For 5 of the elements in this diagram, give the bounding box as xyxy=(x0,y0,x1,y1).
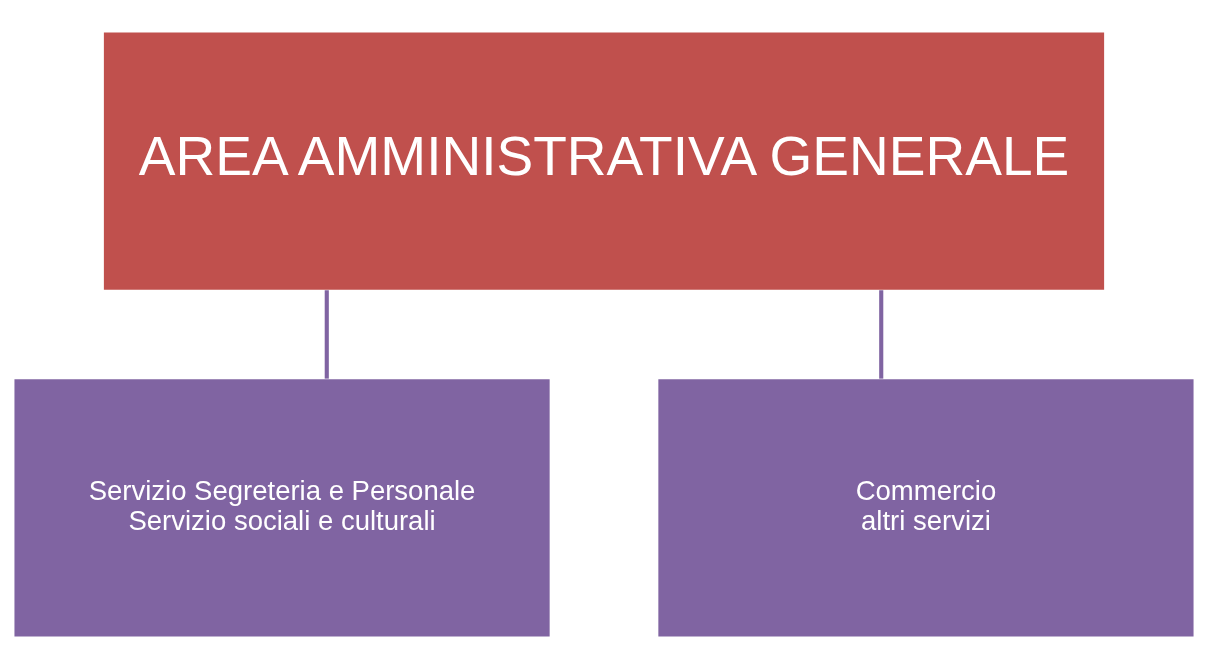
node-box: Commercio altri servizi xyxy=(658,378,1194,636)
node-box: Servizio Segreteria e Personale Servizio sociali e culturali xyxy=(14,378,550,636)
node-box: AREA AMMINISTRATIVA GENERALE xyxy=(103,32,1105,290)
connector xyxy=(879,289,884,379)
connector xyxy=(324,289,329,379)
